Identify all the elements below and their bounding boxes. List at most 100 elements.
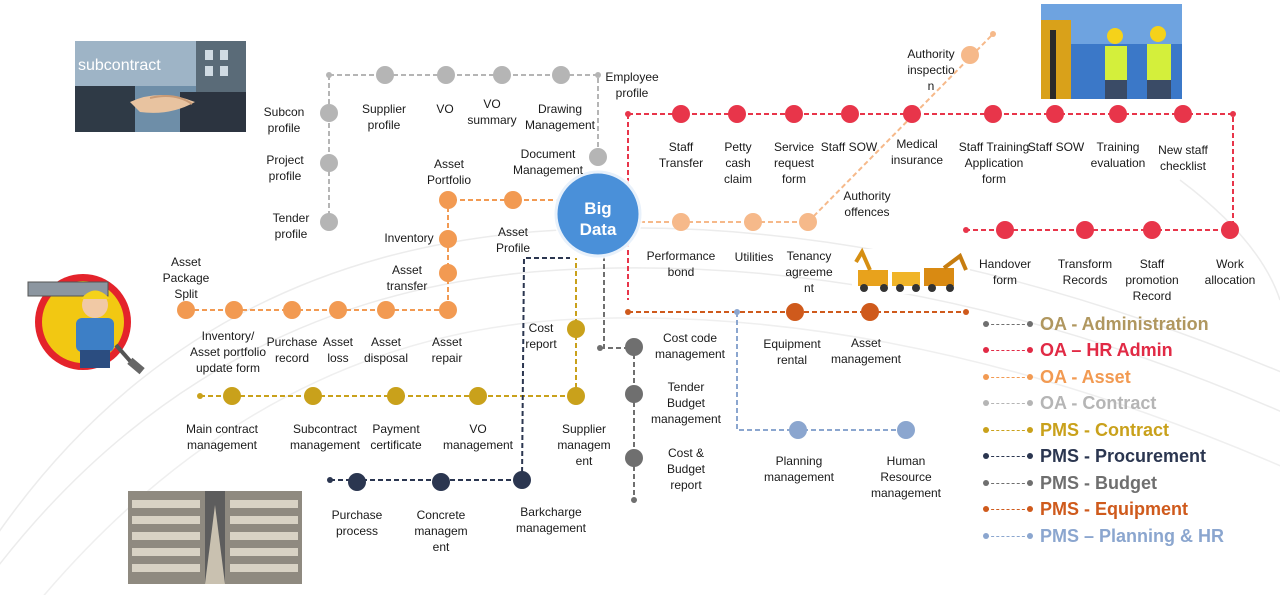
label-training-evaluation: Training evaluation [1091,139,1146,171]
station-supplier-profile[interactable] [376,66,394,84]
station-new-staff-checklist[interactable] [1174,105,1192,123]
label-line: Inventory/ [201,329,255,343]
route-line [628,113,1234,231]
station-asset-loss[interactable] [329,301,347,319]
big-data-label: Big Data [555,198,641,240]
station-utilities[interactable] [744,213,762,231]
station-asset-disposal[interactable] [377,301,395,319]
label-line: Training [1096,140,1140,154]
station-training-evaluation[interactable] [1109,105,1127,123]
label-line: Work [1216,257,1244,271]
station-transform-records[interactable] [1076,221,1094,239]
label-line: Tender [272,211,310,225]
station-work-allocation[interactable] [1221,221,1239,239]
station-subcon-profile[interactable] [320,104,338,122]
legend-item: PMS - Equipment [983,499,1188,521]
legend-text: PMS - Budget [1040,472,1157,493]
big-data-label-line1: Big [584,199,612,218]
station-vo-management[interactable] [469,387,487,405]
station-staff-training-app[interactable] [984,105,1002,123]
station-equipment-rental[interactable] [786,303,804,321]
station-medical-insurance[interactable] [903,105,921,123]
legend-item: PMS - Budget [983,472,1157,494]
label-line: Human [886,454,926,468]
station-staff-promotion[interactable] [1143,221,1161,239]
station-planning-management[interactable] [789,421,807,439]
label-line: Transfer [658,156,704,170]
label-line: summary [467,113,517,127]
station-barkcharge-management[interactable] [513,471,531,489]
route-line [736,312,906,431]
station-node[interactable] [672,213,690,231]
station-staff-transfer[interactable] [672,105,690,123]
label-line: profile [615,86,649,100]
label-line: Cost [528,321,554,335]
station-staff-sow-1[interactable] [841,105,859,123]
label-line: Purchase [266,335,318,349]
station-handover-form[interactable] [996,221,1014,239]
station-authority-inspection[interactable] [961,46,979,64]
station-asset-repair[interactable] [439,301,457,319]
label-line: evaluation [1090,156,1146,170]
station-asset-management[interactable] [861,303,879,321]
route-end-dot [734,309,740,315]
station-project-profile[interactable] [320,154,338,172]
station-service-request[interactable] [785,105,803,123]
station-node[interactable] [799,213,817,231]
station-vo[interactable] [437,66,455,84]
station-cost-budget-report[interactable] [625,449,643,467]
station-tender-profile[interactable] [320,213,338,231]
station-asset-portfolio[interactable] [439,191,457,209]
station-payment-certificate[interactable] [387,387,405,405]
station-cost-report[interactable] [567,320,585,338]
legend-item: OA - Administration [983,313,1209,335]
legend-line-swatch [983,479,1033,486]
station-cost-code-management[interactable] [625,338,643,356]
label-line: allocation [1204,273,1256,287]
legend-item: OA - Asset [983,366,1131,388]
station-human-resource[interactable] [897,421,915,439]
station-document-management[interactable] [589,148,607,166]
legend-text: PMS – Planning & HR [1040,525,1225,546]
label-line: Staff SOW [820,140,878,154]
route-line [330,257,570,481]
station-inventory-update[interactable] [225,301,243,319]
label-line: bond [667,265,695,279]
label-line: Asset [497,225,529,239]
big-data-hub [553,169,643,259]
label-line: form [782,172,806,186]
station-subcontract-mgmt[interactable] [304,387,322,405]
station-petty-cash[interactable] [728,105,746,123]
station-drawing-management[interactable] [552,66,570,84]
label-line: Asset [433,157,464,171]
station-supplier-management[interactable] [567,387,585,405]
label-line: Asset [170,255,202,269]
station-inventory[interactable] [439,230,457,248]
label-line: management [289,438,361,452]
label-line: Asset [391,263,422,277]
station-asset-transfer[interactable] [439,264,457,282]
station-purchase-process[interactable] [348,473,366,491]
legend-text: OA - Administration [1040,313,1209,334]
station-staff-sow-2[interactable] [1046,105,1064,123]
station-main-contract[interactable] [223,387,241,405]
station-asset-package-split[interactable] [177,301,195,319]
station-concrete-management[interactable] [432,473,450,491]
station-purchase-record[interactable] [283,301,301,319]
label-line: Tender [667,380,705,394]
label-line: ent [575,454,593,468]
station-vo-summary[interactable] [493,66,511,84]
station-tender-budget[interactable] [625,385,643,403]
station-node[interactable] [504,191,522,209]
